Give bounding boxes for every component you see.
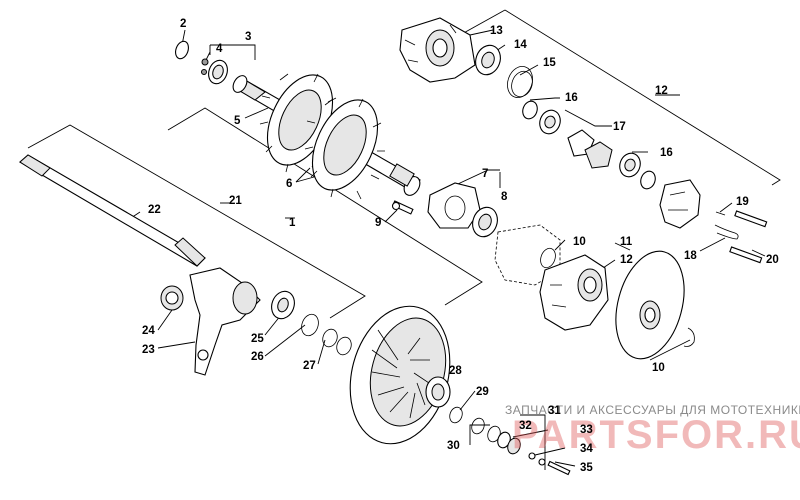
callout-26: 26 [251,351,264,363]
callout-11: 11 [620,236,633,248]
seal-and-bearing-parts [175,40,228,85]
clutch-hardware [449,406,571,476]
callouts: 1 2 3 4 5 6 7 8 9 10 10 11 12 12 13 14 1… [142,18,779,474]
callout-19: 19 [736,196,749,208]
callout-10a: 10 [573,236,586,248]
callout-6: 6 [286,178,292,190]
callout-28: 28 [449,365,462,377]
callout-22: 22 [148,204,161,216]
callout-3: 3 [245,31,251,43]
callout-33: 33 [580,424,593,436]
callout-23: 23 [142,344,155,356]
callout-25: 25 [251,333,264,345]
sprocket-right [304,98,385,200]
callout-29: 29 [476,386,489,398]
callout-18: 18 [684,250,697,262]
callout-31: 31 [548,405,561,417]
callout-4: 4 [216,43,223,55]
brake-disc [615,250,695,360]
callout-9: 9 [375,217,381,229]
group-bracket-lines [27,9,781,470]
callout-20: 20 [766,254,779,266]
callout-21: 21 [229,195,242,207]
callout-24: 24 [142,325,155,337]
callout-8: 8 [501,191,508,203]
callout-13: 13 [490,25,503,37]
callout-12a: 12 [655,85,668,97]
callout-10b: 10 [652,362,665,374]
driven-shaft [19,154,206,267]
lower-housing [539,247,609,331]
callout-2: 2 [180,18,186,30]
drive-shaft-assembly [232,73,421,200]
plate-and-seal [391,182,498,238]
watermark: ЗАПЧАСТИ И АКСЕССУАРЫ ДЛЯ МОТОТЕХНИКИ PA… [505,403,800,457]
caliper-assembly [659,179,768,264]
watermark-caption: ЗАПЧАСТИ И АКСЕССУАРЫ ДЛЯ МОТОТЕХНИКИ [505,403,800,417]
callout-15: 15 [543,57,556,69]
callout-30: 30 [447,440,460,452]
callout-14: 14 [514,39,527,51]
callout-34: 34 [580,443,593,455]
chaincase-arm [160,267,352,376]
brake-parts [522,100,656,190]
driven-clutch [349,305,451,445]
callout-1: 1 [289,217,296,229]
callout-32: 32 [519,420,532,432]
callout-16a: 16 [565,92,578,104]
callout-12b: 12 [620,254,633,266]
callout-35: 35 [580,462,593,474]
callout-16b: 16 [660,147,673,159]
callout-27: 27 [303,360,316,372]
callout-5: 5 [234,115,241,127]
upper-housing [399,17,533,98]
watermark-logo: PARTSFOR.RU [512,413,800,457]
callout-17: 17 [613,121,626,133]
callout-7: 7 [482,168,488,180]
